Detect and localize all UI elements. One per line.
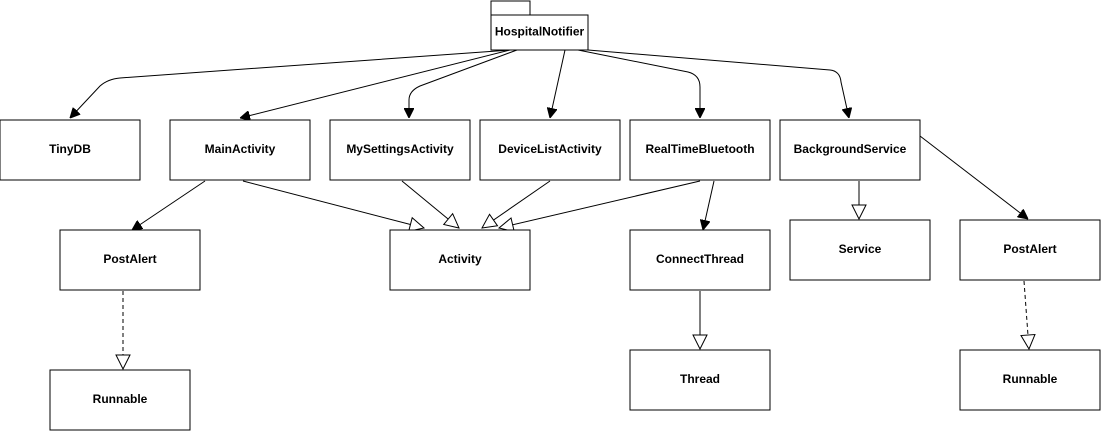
class-mysettingsactivity[interactable]: MySettingsActivity (329, 119, 471, 181)
class-postalert-right-label: PostAlert (1003, 242, 1056, 256)
class-postalert-left-label: PostAlert (103, 252, 156, 266)
class-backgroundservice[interactable]: BackgroundService (779, 119, 921, 181)
class-service-label: Service (839, 242, 882, 256)
edge-hospitalnotifier-realtimebluetooth (577, 49, 700, 118)
class-devicelistactivity-label: DeviceListActivity (498, 142, 602, 156)
edge-hospitalnotifier-tinydb (70, 49, 511, 118)
edge-realtimebluetooth-activity (499, 180, 701, 228)
package-tab (490, 0, 531, 16)
package-body (490, 14, 589, 51)
class-realtimebluetooth-label: RealTimeBluetooth (645, 142, 754, 156)
class-tinydb-label: TinyDB (49, 142, 91, 156)
class-mysettingsactivity-label: MySettingsActivity (346, 142, 454, 156)
edge-hospitalnotifier-mainactivity (240, 49, 511, 118)
class-connectthread-label: ConnectThread (656, 252, 744, 266)
class-service[interactable]: Service (789, 219, 931, 281)
edge-devicelistactivity-activity (482, 180, 551, 228)
edge-hospitalnotifier-devicelistactivity (550, 49, 566, 118)
class-runnable-left[interactable]: Runnable (49, 369, 191, 431)
class-connectthread[interactable]: ConnectThread (629, 229, 771, 291)
class-mainactivity-label: MainActivity (205, 142, 276, 156)
edge-backgroundservice-postalert (919, 135, 1028, 219)
edge-realtimebluetooth-connectthread (703, 180, 715, 230)
class-runnable-right[interactable]: Runnable (959, 349, 1101, 411)
class-thread[interactable]: Thread (629, 349, 771, 411)
edges (70, 49, 1029, 369)
class-thread-label: Thread (680, 372, 720, 386)
package-hospitalnotifier[interactable]: HospitalNotifier (490, 0, 589, 51)
edge-mainactivity-activity (242, 180, 424, 228)
class-realtimebluetooth[interactable]: RealTimeBluetooth (629, 119, 771, 181)
edge-mainactivity-postalert (132, 180, 206, 230)
edge-hospitalnotifier-mysettingsactivity (409, 49, 518, 118)
class-runnable-left-label: Runnable (93, 392, 148, 406)
package-name: HospitalNotifier (495, 25, 585, 39)
edge-postalert-runnable-right (1024, 280, 1029, 349)
class-mainactivity[interactable]: MainActivity (169, 119, 311, 181)
edge-hospitalnotifier-backgroundservice (587, 49, 849, 118)
class-activity-label: Activity (438, 252, 482, 266)
class-runnable-right-label: Runnable (1003, 372, 1058, 386)
class-backgroundservice-label: BackgroundService (794, 142, 907, 156)
edge-mysettingsactivity-activity (401, 180, 459, 228)
class-devicelistactivity[interactable]: DeviceListActivity (479, 119, 621, 181)
class-postalert-right[interactable]: PostAlert (959, 219, 1101, 281)
class-activity[interactable]: Activity (389, 229, 531, 291)
class-postalert-left[interactable]: PostAlert (59, 229, 201, 291)
class-tinydb[interactable]: TinyDB (0, 119, 141, 181)
